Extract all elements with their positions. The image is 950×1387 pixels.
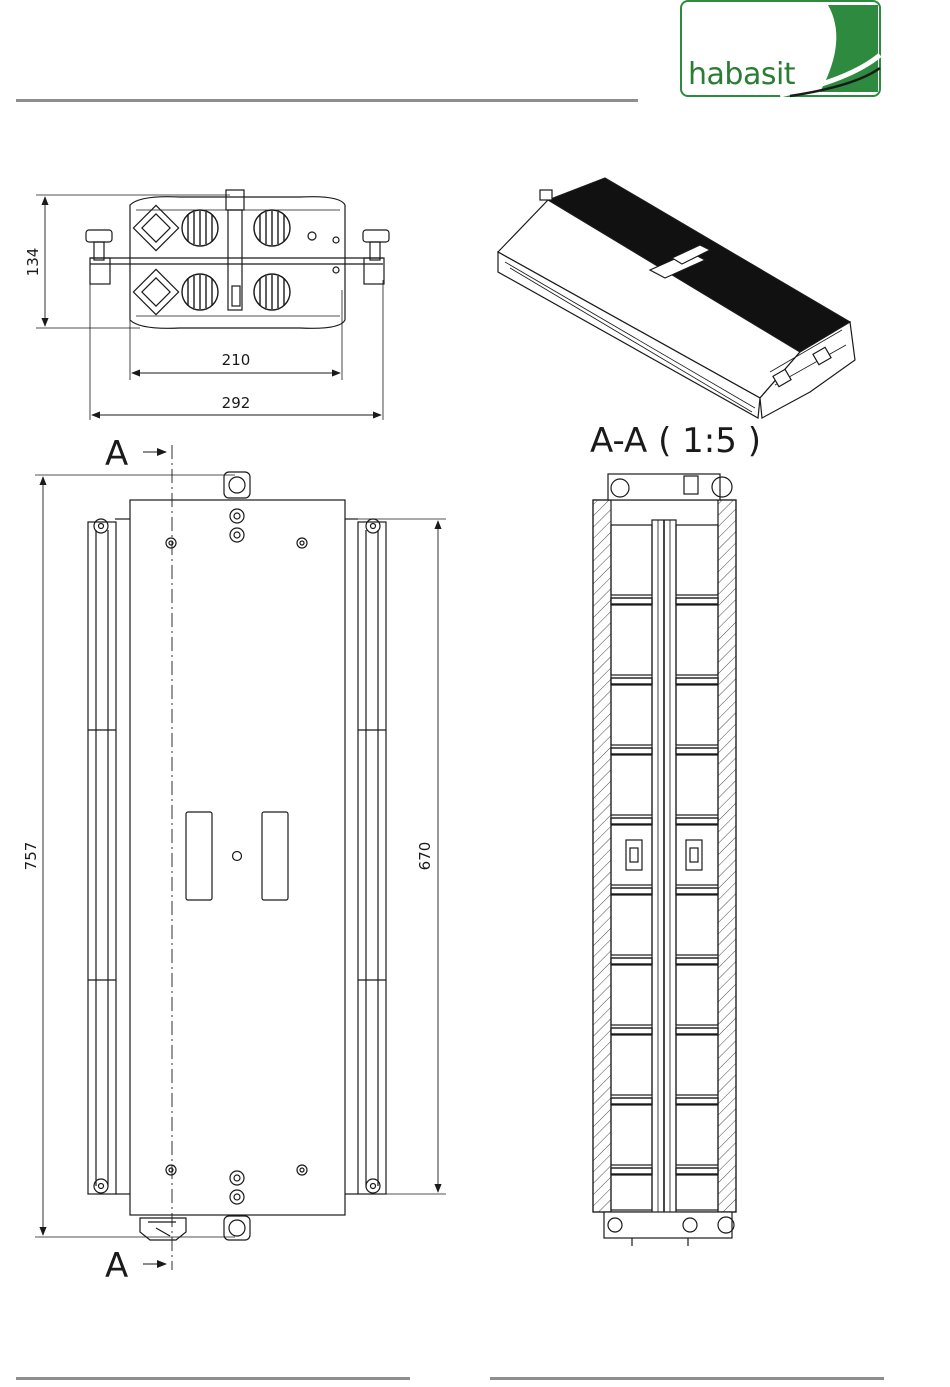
section-title: A-A ( 1:5 )	[590, 421, 761, 461]
section-view	[593, 474, 736, 1246]
section-marker-bottom: A	[105, 1246, 128, 1286]
dim-top-width-outer: 292	[222, 394, 251, 412]
top-view	[36, 190, 389, 420]
dim-top-width-inner: 210	[222, 351, 251, 369]
habasit-logo: habasit	[681, 1, 880, 96]
dim-front-height: 757	[22, 842, 40, 871]
dim-top-height: 134	[24, 248, 42, 277]
front-view	[35, 445, 446, 1270]
isometric-view	[498, 178, 855, 418]
dim-front-inner-height: 670	[416, 842, 434, 871]
logo-text: habasit	[688, 57, 796, 92]
section-marker-top: A	[105, 434, 128, 474]
